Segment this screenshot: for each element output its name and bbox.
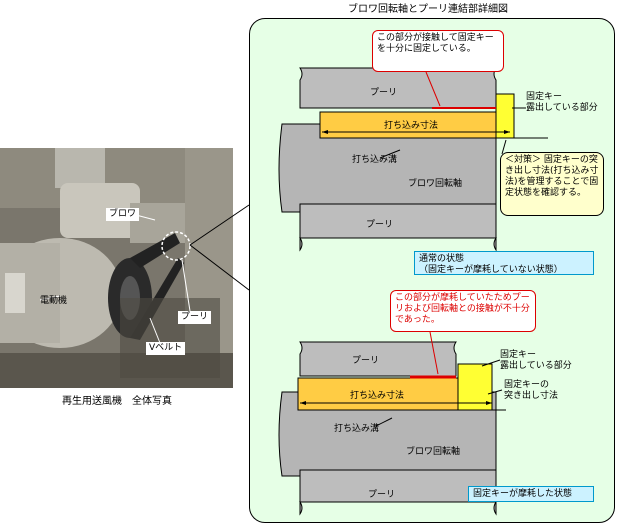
worn-pulley-bottom-label: プーリ: [368, 490, 396, 500]
label-motor: 電動機: [40, 296, 68, 306]
worn-callout: この部分が摩耗していたためプーリおよび回転軸との接触が不十分であった。: [390, 290, 536, 332]
worn-exposed-label: 固定キー 露出している部分: [500, 350, 572, 371]
normal-callout: この部分が接触して固定キーを十分に固定している。: [372, 30, 504, 72]
normal-pulley-top-label: プーリ: [370, 88, 398, 98]
normal-key-dim-label: 打ち込み寸法: [384, 121, 439, 131]
worn-key-dim-label: 打ち込み寸法: [350, 391, 405, 401]
label-pulley: プーリ: [178, 311, 212, 324]
detail-title: ブロワ回転軸とプーリ連結部詳細図: [348, 4, 508, 15]
normal-shaft-label: ブロワ回転軸: [408, 179, 463, 189]
normal-state-box: 通常の状態 （固定キーが摩耗していない状態）: [414, 251, 594, 275]
photo-caption: 再生用送風機 全体写真: [62, 396, 172, 407]
label-blower: ブロワ: [106, 208, 140, 221]
worn-shaft-label: ブロワ回転軸: [406, 447, 461, 457]
countermeasure-box: ＜対策＞ 固定キーの突き出し寸法(打ち込み寸法)を管理することで固定状態を確認す…: [500, 152, 604, 216]
worn-groove-label: 打ち込み溝: [334, 424, 380, 434]
photo-illustration: [0, 148, 233, 388]
label-vbelt: Vベルト: [146, 342, 186, 355]
worn-state-box: 固定キーが摩耗した状態: [468, 486, 594, 502]
normal-pulley-bottom-label: プーリ: [366, 220, 394, 230]
worn-protrusion-label: 固定キーの 突き出し寸法: [504, 380, 559, 401]
normal-groove-label: 打ち込み溝: [352, 155, 398, 165]
normal-exposed-label: 固定キー 露出している部分: [526, 92, 598, 113]
equipment-photo: ブロワ 電動機 プーリ Vベルト: [0, 148, 233, 388]
worn-pulley-top-label: プーリ: [352, 356, 380, 366]
